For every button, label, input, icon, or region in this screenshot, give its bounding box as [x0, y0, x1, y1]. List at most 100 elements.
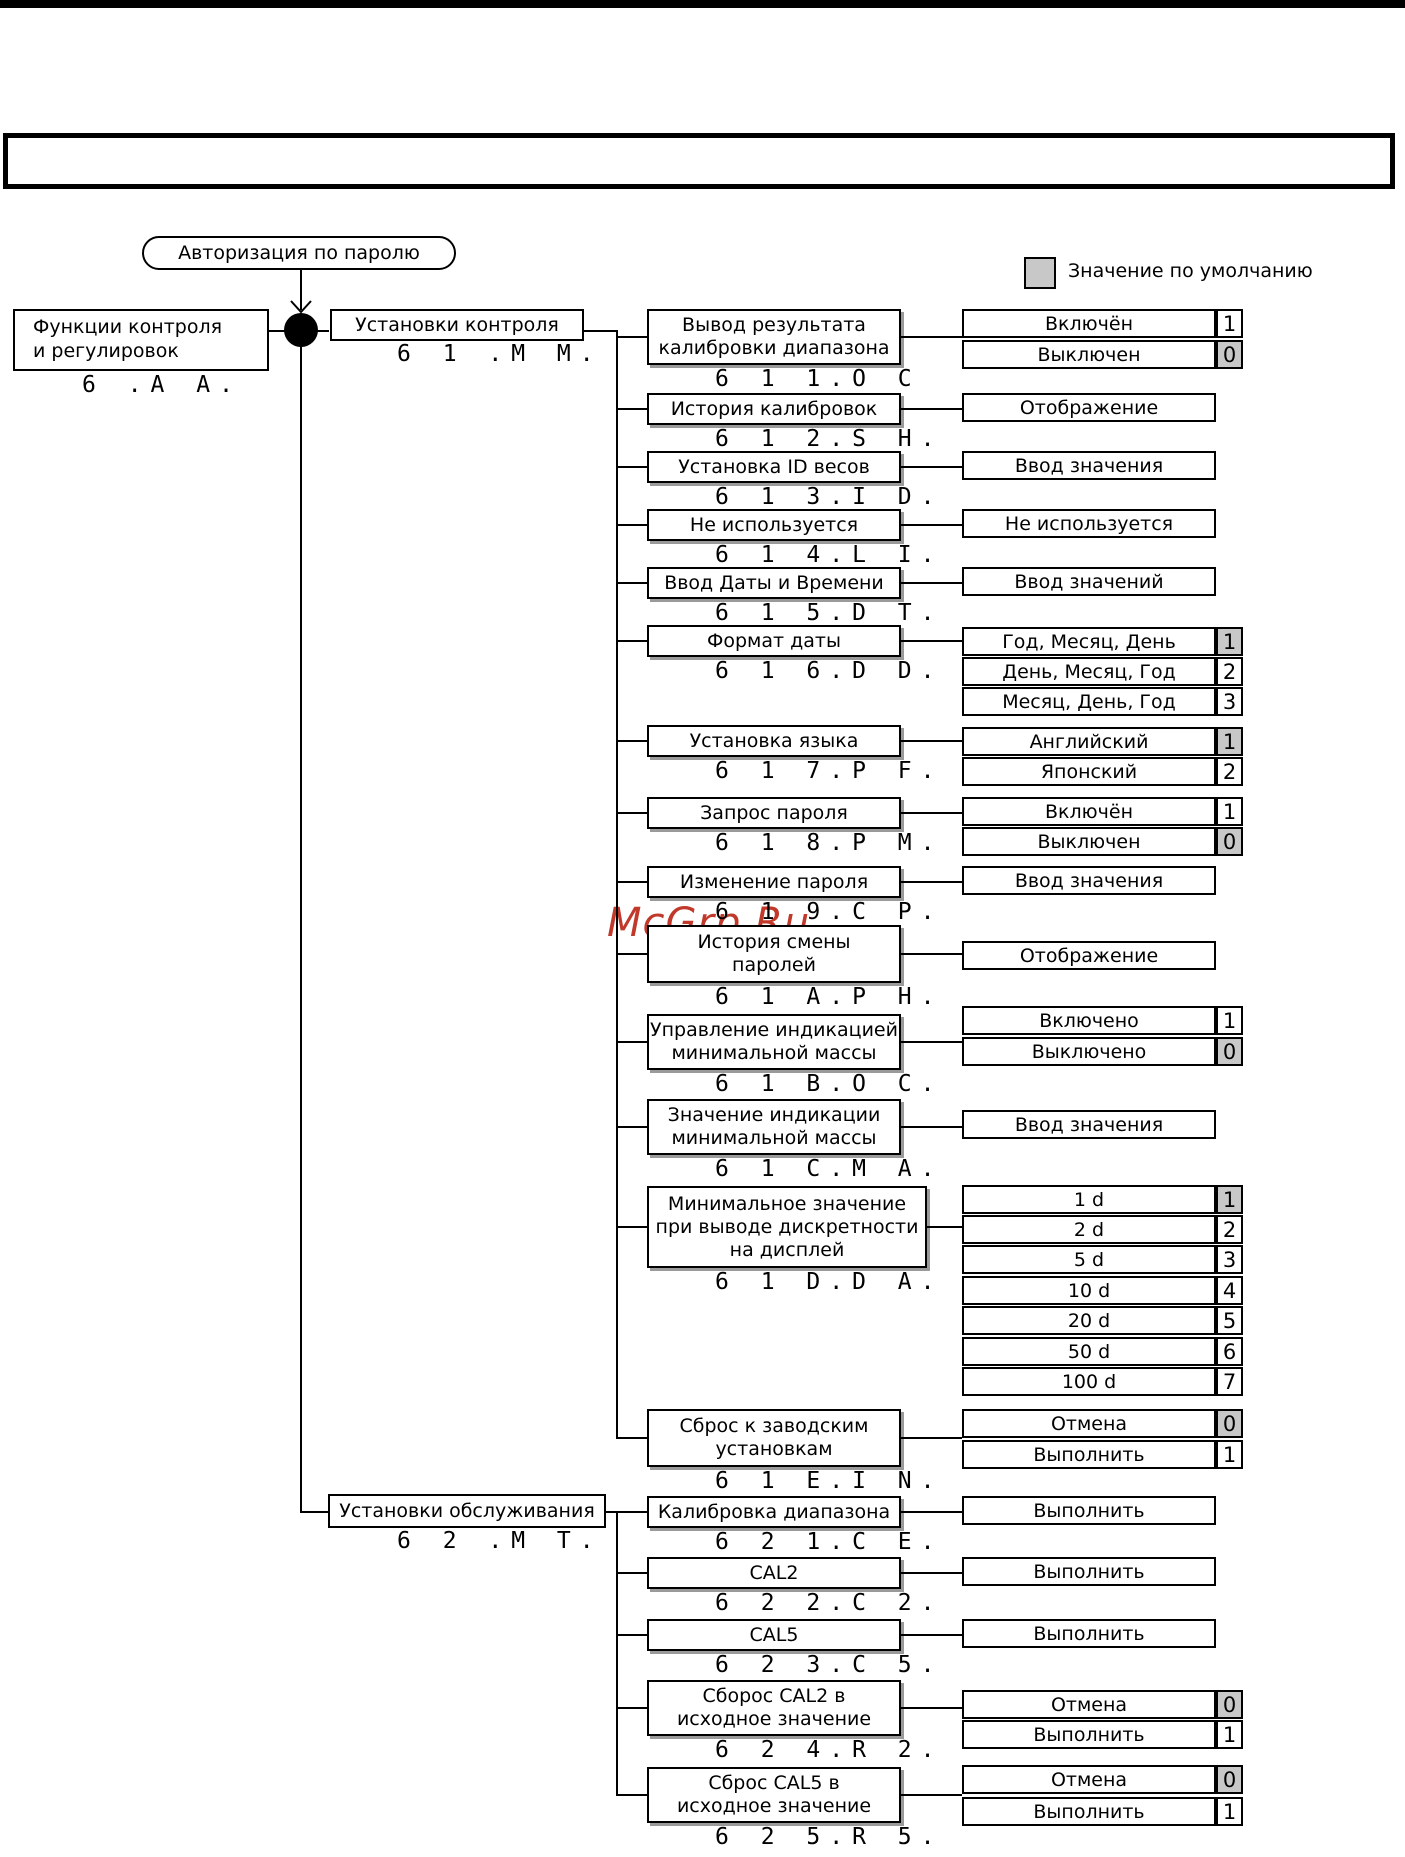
option-number: 1: [1216, 1440, 1243, 1469]
menu-item-label-line: на дисплей: [729, 1238, 845, 1261]
option-connector: [901, 953, 962, 955]
option-value[interactable]: Выполнить: [962, 1496, 1216, 1525]
option-value[interactable]: Месяц, День, Год: [962, 687, 1216, 716]
option-value[interactable]: Выполнить: [962, 1797, 1216, 1826]
branch-monitoring-code: 6 1 .M M.: [397, 341, 603, 367]
option-value[interactable]: 5 d: [962, 1245, 1216, 1274]
option-value[interactable]: Выполнить: [962, 1557, 1216, 1586]
menu-item-box: Запрос пароля: [647, 797, 901, 829]
option-value[interactable]: Ввод значения: [962, 1110, 1216, 1139]
spine-connector: [616, 812, 647, 814]
menu-item-label-line: Управление индикацией: [650, 1019, 898, 1041]
menu-item-code: 6 1 9.C P.: [715, 899, 944, 925]
spine-to-branch2: [300, 1511, 328, 1513]
spine-connector: [616, 1634, 647, 1636]
spine-connector: [616, 1437, 647, 1439]
menu-item-label-line: установкам: [715, 1438, 833, 1460]
top-rule: [0, 0, 1405, 8]
section-title-box: [3, 133, 1395, 189]
root-code: 6 .A A.: [82, 372, 242, 398]
option-value[interactable]: Отображение: [962, 393, 1216, 422]
menu-item-label-line: паролей: [732, 954, 816, 976]
root-label-line1: Функции контроля: [33, 316, 223, 338]
menu-item-label-line: при выводе дискретности: [655, 1215, 919, 1238]
menu-item-label-line: калибровки диапазона: [658, 337, 890, 359]
option-value[interactable]: Ввод значения: [962, 866, 1216, 895]
option-connector: [901, 408, 962, 410]
spine-vertical: [300, 330, 302, 1513]
menu-item-label-line: Сборос CAL2 в: [702, 1685, 846, 1707]
option-value[interactable]: Отображение: [962, 941, 1216, 970]
spine-connector: [616, 1226, 647, 1228]
option-value[interactable]: Английский: [962, 727, 1216, 756]
option-connector: [901, 1707, 962, 1709]
option-number: 1: [1216, 1720, 1243, 1749]
option-value[interactable]: Отмена: [962, 1409, 1216, 1438]
option-connector: [901, 1572, 962, 1574]
option-number: 1: [1216, 309, 1243, 338]
menu-item-label-line: исходное значение: [676, 1708, 872, 1730]
menu-item-label-line: Не используется: [689, 513, 859, 536]
menu-item-label-line: Сброс CAL5 в: [708, 1772, 840, 1794]
menu-item-box: Установка языка: [647, 725, 901, 757]
menu-item-label-line: История смены: [697, 931, 851, 953]
option-value[interactable]: Включён: [962, 797, 1216, 826]
option-value[interactable]: 1 d: [962, 1185, 1216, 1214]
spine-connector: [616, 336, 647, 338]
spine-connector: [616, 582, 647, 584]
option-number: 0: [1216, 1409, 1243, 1438]
option-value[interactable]: Японский: [962, 757, 1216, 786]
option-value[interactable]: Выключено: [962, 1037, 1216, 1066]
menu-item-label-line: Формат даты: [707, 629, 841, 652]
menu-item-label-line: минимальной массы: [671, 1127, 877, 1149]
option-value[interactable]: 2 d: [962, 1215, 1216, 1244]
option-value[interactable]: Выполнить: [962, 1440, 1216, 1469]
option-number: 0: [1216, 1037, 1243, 1066]
option-value[interactable]: Ввод значения: [962, 451, 1216, 480]
option-value[interactable]: 10 d: [962, 1276, 1216, 1305]
default-value-swatch: [1024, 257, 1056, 289]
option-value[interactable]: 20 d: [962, 1306, 1216, 1335]
option-number: 3: [1216, 687, 1243, 716]
menu-item-code: 6 2 2.C 2.: [715, 1590, 944, 1616]
option-number: 0: [1216, 1765, 1243, 1794]
menu-item-label-line: Ввод Даты и Времени: [664, 571, 884, 594]
menu-item-label-line: Запрос пароля: [700, 801, 848, 824]
branch-service-code: 6 2 .M T.: [397, 1528, 603, 1554]
menu-item-code: 6 1 4.L I.: [715, 542, 944, 568]
branch1-spine: [616, 330, 618, 1438]
menu-item-label-line: Калибровка диапазона: [657, 1500, 891, 1523]
menu-item-label-line: Установка языка: [689, 729, 859, 752]
option-value[interactable]: Ввод значений: [962, 567, 1216, 596]
password-auth-node: Авторизация по паролю: [142, 236, 456, 270]
option-number: 1: [1216, 727, 1243, 756]
option-value[interactable]: Выполнить: [962, 1619, 1216, 1648]
menu-item-label-line: минимальной массы: [671, 1042, 877, 1064]
option-number: 0: [1216, 340, 1243, 369]
option-value[interactable]: Выполнить: [962, 1720, 1216, 1749]
menu-item-code: 6 1 D.D A.: [715, 1269, 944, 1295]
option-value[interactable]: Год, Месяц, День: [962, 627, 1216, 656]
menu-item-label-line: Установка ID весов: [678, 455, 870, 478]
option-value[interactable]: Выключен: [962, 340, 1216, 369]
option-value[interactable]: 100 d: [962, 1367, 1216, 1396]
spine-connector: [616, 740, 647, 742]
option-connector: [901, 524, 962, 526]
menu-item-code: 6 1 5.D T.: [715, 600, 944, 626]
option-connector: [901, 1634, 962, 1636]
option-value[interactable]: День, Месяц, Год: [962, 657, 1216, 686]
menu-item-box: Ввод Даты и Времени: [647, 567, 901, 599]
menu-item-code: 6 1 C.M A.: [715, 1156, 944, 1182]
option-value[interactable]: Выключен: [962, 827, 1216, 856]
option-value[interactable]: Отмена: [962, 1765, 1216, 1794]
option-connector: [901, 336, 962, 338]
option-connector: [901, 466, 962, 468]
option-value[interactable]: Не используется: [962, 509, 1216, 538]
option-value[interactable]: Включено: [962, 1006, 1216, 1035]
option-value[interactable]: 50 d: [962, 1337, 1216, 1366]
option-value[interactable]: Отмена: [962, 1690, 1216, 1719]
option-value[interactable]: Включён: [962, 309, 1216, 338]
option-number: 2: [1216, 657, 1243, 686]
